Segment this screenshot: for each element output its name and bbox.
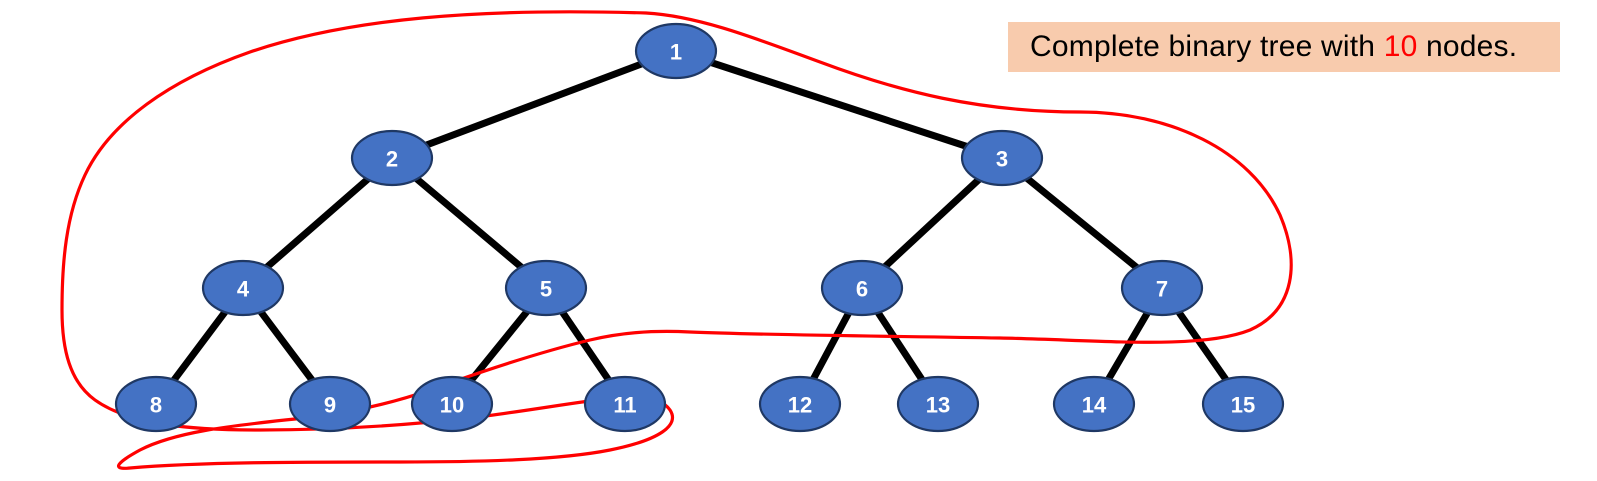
tree-node-7[interactable]: 7 [1120, 259, 1204, 317]
node-label: 4 [237, 277, 250, 302]
node-label: 7 [1156, 277, 1168, 302]
tree-node-12[interactable]: 12 [758, 375, 842, 433]
highlight-lasso [60, 10, 1293, 470]
caption-text: Complete binary tree with 10 nodes. [1030, 30, 1517, 64]
node-shape [410, 375, 494, 433]
node-label: 9 [324, 393, 336, 418]
tree-node-2[interactable]: 2 [350, 129, 434, 187]
node-label: 2 [386, 147, 398, 172]
tree-node-13[interactable]: 13 [896, 375, 980, 433]
node-label: 15 [1231, 393, 1255, 418]
caption-node-count: 10 [1383, 30, 1418, 63]
node-label: 6 [856, 277, 868, 302]
tree-node-4[interactable]: 4 [201, 259, 285, 317]
node-label: 5 [540, 277, 552, 302]
tree-node-3[interactable]: 3 [960, 129, 1044, 187]
tree-node-14[interactable]: 14 [1052, 375, 1136, 433]
node-shape [288, 375, 372, 433]
node-shape [1052, 375, 1136, 433]
caption-prefix: Complete binary tree with [1030, 30, 1384, 63]
caption-suffix: nodes. [1417, 30, 1518, 63]
node-shape [1120, 259, 1204, 317]
tree-node-6[interactable]: 6 [820, 259, 904, 317]
tree-node-8[interactable]: 8 [114, 375, 198, 433]
tree-node-15[interactable]: 15 [1201, 375, 1285, 433]
caption-banner: Complete binary tree with 10 nodes. [1008, 22, 1560, 72]
tree-edge [674, 47, 1004, 162]
node-label: 1 [670, 40, 682, 65]
tree-edge [999, 155, 1165, 291]
node-label: 11 [613, 393, 636, 418]
tree-node-1[interactable]: 1 [634, 22, 718, 80]
node-shape [201, 259, 285, 317]
tree-edge [390, 47, 678, 162]
node-shape [114, 375, 198, 433]
node-shape [820, 259, 904, 317]
node-label: 8 [150, 393, 162, 418]
node-label: 13 [926, 393, 950, 418]
highlight-lasso-path [60, 10, 1293, 470]
tree-node-11[interactable]: 11 [583, 375, 667, 433]
tree-node-5[interactable]: 5 [504, 259, 588, 317]
node-label: 12 [788, 393, 812, 418]
node-shape [350, 129, 434, 187]
node-shape [896, 375, 980, 433]
node-shape [583, 375, 667, 433]
node-shape [504, 259, 588, 317]
tree-node-9[interactable]: 9 [288, 375, 372, 433]
tree-node-10[interactable]: 10 [410, 375, 494, 433]
node-shape [1201, 375, 1285, 433]
node-label: 3 [996, 147, 1008, 172]
node-label: 10 [440, 393, 464, 418]
node-shape [634, 22, 718, 80]
node-shape [960, 129, 1044, 187]
tree-edges [153, 47, 1246, 407]
node-shape [758, 375, 842, 433]
node-label: 14 [1082, 393, 1107, 418]
